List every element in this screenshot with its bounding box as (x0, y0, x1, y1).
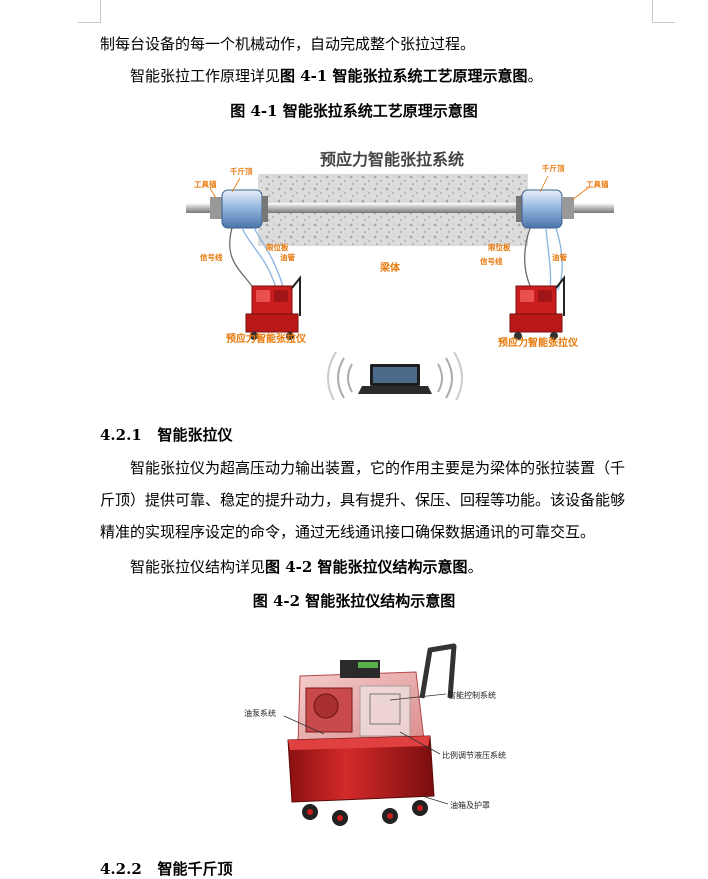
figure-4-2-caption: 图 4-2 智能张拉仪结构示意图 (252, 592, 456, 610)
section-4-2-2-heading: 4.2.2 智能千斤顶 (100, 860, 233, 878)
label-pump-system: 油泵系统 (244, 708, 276, 718)
page-corner-mark (652, 0, 675, 23)
paragraph-line: 精准的实现程序设定的命令，通过无线通讯接口确保数据通讯的可靠交互。 (100, 523, 596, 541)
left-tensioning-device (245, 275, 301, 340)
laptop-icon (358, 364, 432, 394)
cart-handle (419, 643, 457, 699)
paragraph-continuation: 制每台设备的每一个机械动作，自动完成整个张拉过程。 (100, 35, 476, 53)
label-limit-left: 限位板 (266, 242, 289, 252)
page-corner-mark (78, 0, 101, 23)
upper-housing (297, 660, 425, 745)
label-oil-right: 油管 (552, 252, 567, 262)
figure-4-2-diagram: 智能控制系统 油泵系统 比例调节液压系统 油箱及护罩 (244, 643, 506, 826)
label-control-system: 智能控制系统 (448, 690, 496, 700)
diagram-title: 预应力智能张拉系统 (320, 150, 464, 169)
lower-tank (287, 735, 435, 826)
paragraph-line: 斤顶）提供可靠、稳定的提升动力，具有提升、保压、回程等功能。该设备能够 (100, 491, 626, 509)
figure-4-1-diagram: 预应力智能张拉系统 千斤顶 工具锚 千斤顶 工具锚 限位板 油管 信号线 限位板 (186, 150, 614, 400)
label-jack-right: 千斤顶 (542, 163, 565, 173)
label-oil-left: 油管 (280, 252, 295, 262)
label-jack-left: 千斤顶 (230, 166, 253, 176)
label-anchor-right: 工具锚 (586, 179, 609, 189)
label-limit-right: 限位板 (488, 242, 511, 252)
paragraph-structure-ref: 智能张拉仪结构详见图 4-2 智能张拉仪结构示意图。 (130, 558, 483, 576)
section-4-2-1-heading: 4.2.1 智能张拉仪 (100, 426, 233, 444)
label-device-right: 预应力智能张拉仪 (498, 336, 579, 349)
label-signal-right: 信号线 (480, 256, 503, 266)
figure-4-1-caption: 图 4-1 智能张拉系统工艺原理示意图 (230, 102, 478, 120)
right-jack (516, 189, 574, 229)
left-jack (210, 189, 268, 229)
label-oil-tank: 油箱及护罩 (450, 800, 490, 810)
wireless-signal-icon (327, 351, 463, 400)
label-anchor-left: 工具锚 (194, 179, 217, 189)
label-beam: 梁体 (379, 261, 401, 274)
paragraph-principle-ref: 智能张拉工作原理详见图 4-1 智能张拉系统工艺原理示意图。 (130, 67, 543, 85)
strand-rod (186, 203, 614, 213)
paragraph-line: 智能张拉仪为超高压动力输出装置，它的作用主要是为梁体的张拉装置（千 (130, 459, 626, 477)
label-signal-left: 信号线 (200, 252, 223, 262)
label-device-left: 预应力智能张拉仪 (226, 332, 307, 345)
right-tensioning-device (509, 275, 565, 340)
label-hydraulic-system: 比例调节液压系统 (442, 750, 506, 760)
